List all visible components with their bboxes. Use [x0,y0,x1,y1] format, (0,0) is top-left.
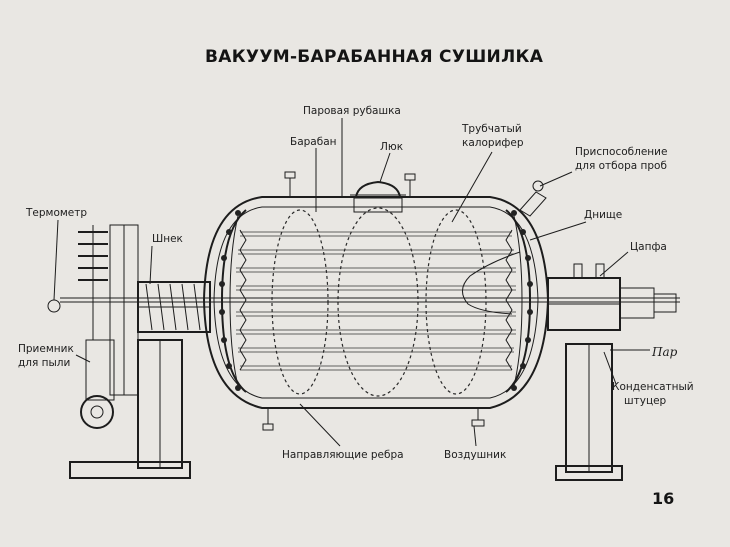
label-steam-jacket: Паровая рубашка [303,105,401,117]
label-dust-receiver-2: для пыли [18,357,70,369]
drum-body [60,171,680,431]
label-sampling-1: Приспособление [575,146,667,158]
left-drive-assembly [47,224,211,479]
label-steam: Пар [651,345,678,359]
right-support-assembly [547,263,677,481]
label-condensate-2: штуцер [624,395,667,407]
label-dust-receiver-1: Приемник [18,343,74,355]
label-hatch: Люк [380,141,403,153]
label-tubular-heater-1: Трубчатый [461,123,522,135]
label-condensate-1: Конденсатный [612,381,694,393]
label-thermometer: Термометр [25,207,87,219]
page-number: 16 [652,489,674,508]
label-guide-ribs: Направляющие ребра [282,449,404,461]
label-bottom: Днище [584,209,622,221]
label-sampling-2: для отбора проб [575,160,667,172]
diagram-title: ВАКУУМ-БАРАБАННАЯ СУШИЛКА [205,47,544,67]
label-drum: Барабан [290,136,337,148]
leader-lines [53,118,629,447]
label-auger: Шнек [152,233,183,245]
diagram-labels: Паровая рубашка Барабан Люк Трубчатый ка… [18,105,694,461]
label-air-vent: Воздушник [444,449,506,461]
label-tubular-heater-2: калорифер [462,137,524,149]
label-trunnion: Цапфа [630,241,667,253]
